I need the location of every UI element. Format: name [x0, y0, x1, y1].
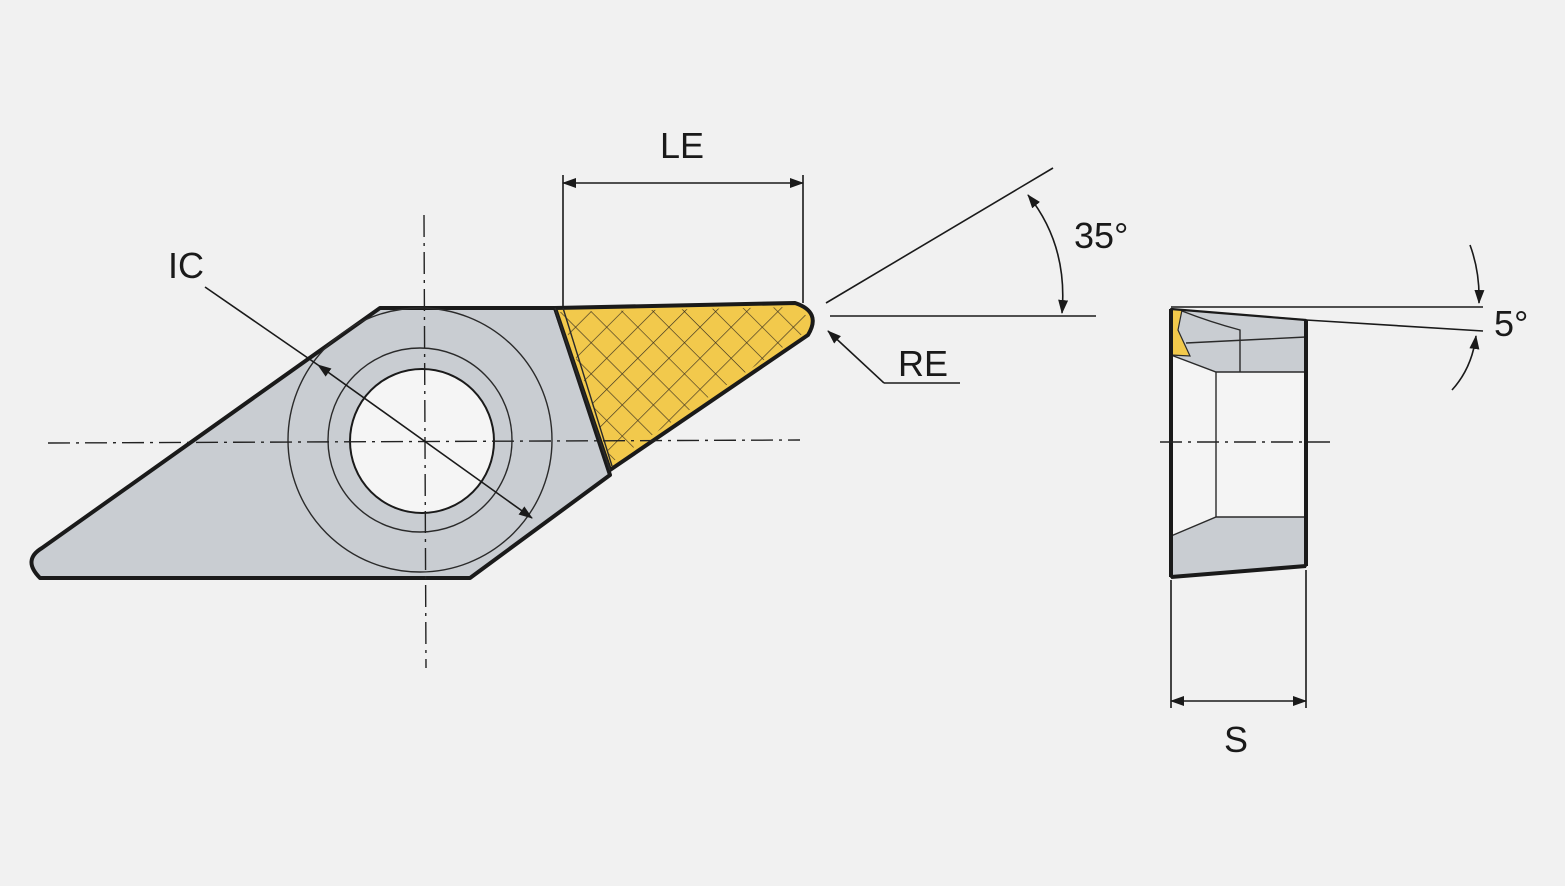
- insert-body: [29, 306, 612, 580]
- s-label: S: [1224, 719, 1248, 760]
- ic-dimension: IC: [168, 245, 533, 519]
- angle-35-label: 35°: [1074, 215, 1128, 256]
- re-leader: RE: [827, 330, 960, 384]
- s-dimension: S: [1170, 570, 1307, 760]
- le-label: LE: [660, 125, 704, 166]
- re-label: RE: [898, 343, 948, 384]
- counterbore-outer-ring: [287, 307, 553, 573]
- angle-35-dimension: 35°: [825, 167, 1128, 317]
- cutting-tip-hatch: [560, 307, 808, 462]
- insert-side-view: 5° S: [1160, 244, 1528, 760]
- angle-5-dimension: 5°: [1171, 244, 1528, 391]
- insert-top-view: IC LE 35° RE: [29, 125, 1128, 669]
- le-dimension: LE: [562, 125, 804, 308]
- ic-label: IC: [168, 245, 204, 286]
- angle-5-label: 5°: [1494, 303, 1528, 344]
